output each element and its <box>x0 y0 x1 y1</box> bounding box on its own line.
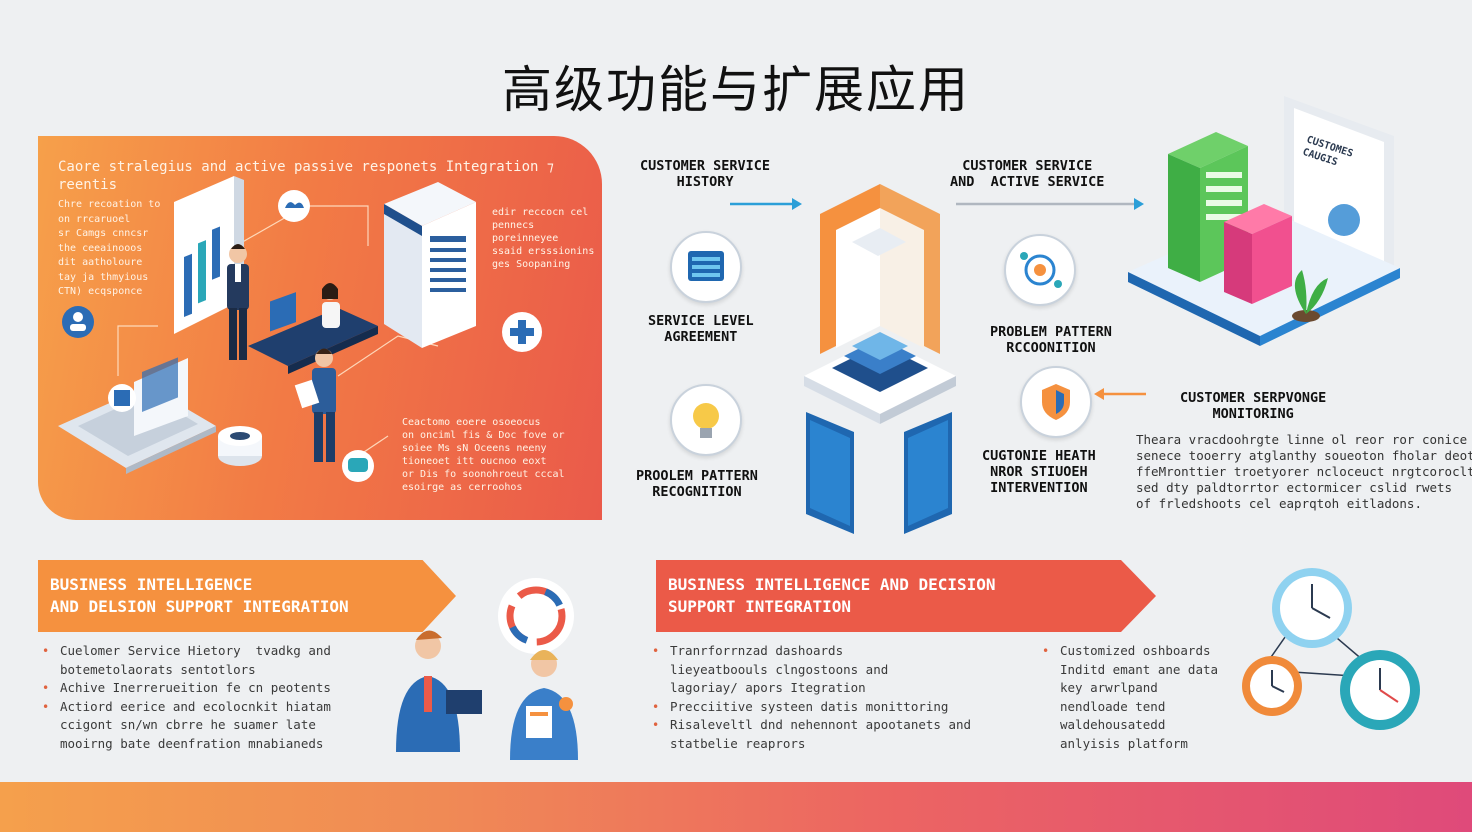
arrow-active-right <box>956 198 1144 210</box>
list-item: Tranrforrnzad dashoards lieyeatboouls cl… <box>650 642 971 698</box>
label-problem-pattern-recognition-left: PROOLEM PATTERN RECOGNITION <box>636 468 758 500</box>
page-title: 高级功能与扩展应用 <box>502 61 970 119</box>
label-customer-service-history: CUSTOMER SERVICE HISTORY <box>640 158 771 190</box>
label-customer-active-service: CUSTOMER SERVICE AND ACTIVE SERVICE <box>950 158 1105 190</box>
left-bullet-list: Cuelomer Service Hietory tvadkg and bote… <box>40 642 331 753</box>
panel-icon-chat <box>342 450 374 482</box>
list-item: Cuelomer Service Hietory tvadkg and bote… <box>40 642 331 679</box>
panel-left-note: Chre recoation to on rrcaruoel sr Camgs … <box>58 199 161 297</box>
panel-right-note: edir reccocn cel pennecs poreinneyee ssa… <box>492 207 595 270</box>
monitoring-platform-illustration: CUSTOMESCAUGIS <box>1128 96 1400 346</box>
person-standing-illustration <box>227 244 249 360</box>
lightbulb-icon <box>670 384 742 456</box>
smart-speaker-illustration <box>218 426 262 466</box>
server-rack-icon <box>670 231 742 303</box>
middle-bullet-list: Tranrforrnzad dashoards lieyeatboouls cl… <box>650 642 971 753</box>
orange-integration-panel: Caore stralegius and active passive resp… <box>38 136 602 520</box>
desk-illustration <box>248 292 378 374</box>
laptop-illustration <box>58 357 216 474</box>
banner-bi-integration-right: BUSINESS INTELLIGENCE AND DECISION SUPPO… <box>656 560 1156 632</box>
list-item: Actiord eerice and ecolocnkit hiatam cci… <box>40 698 331 754</box>
network-gear-icon <box>1004 234 1076 306</box>
panel-icon-plus <box>502 312 542 352</box>
list-item: Precciitive systeen datis monittoring <box>650 698 971 717</box>
banner-bi-integration-left: BUSINESS INTELLIGENCE AND DELSION SUPPOR… <box>38 560 456 632</box>
panel-bottom-note: Ceactomo eoere osoeocus on onciml fis & … <box>402 417 565 493</box>
list-item: Achive Inerrerueition fe cn peotents <box>40 679 331 698</box>
list-item: Risaleveltl dnd nehennont apootanets and… <box>650 716 971 753</box>
panel-heading: Caore stralegius and active passive resp… <box>58 159 554 193</box>
server-tower-illustration <box>384 182 476 348</box>
person-walking-illustration <box>294 348 336 462</box>
monitoring-paragraph: Theara vracdoohrgte linne ol reor ror co… <box>1136 432 1472 511</box>
shield-icon <box>1020 366 1092 438</box>
central-portal-illustration <box>804 184 956 534</box>
label-customer-health-intervention: CUGTONIE HEATH NROR STIUOEH INTERVENTION <box>982 448 1096 496</box>
right-bullet-list: Customized oshboards Inditd emant ane da… <box>1040 642 1218 753</box>
label-problem-pattern-recognition-right: PROBLEM PATTERN RCCOONITION <box>990 324 1112 356</box>
list-item: Customized oshboards Inditd emant ane da… <box>1040 642 1218 753</box>
label-customer-monitoring: CUSTOMER SERPVONGE MONITORING <box>1180 390 1327 422</box>
office-illustration <box>58 176 542 482</box>
arrow-monitoring-left <box>1094 388 1146 400</box>
arrow-history-right <box>730 198 802 210</box>
panel-icon-person <box>62 306 94 338</box>
bottom-gradient-bar <box>0 782 1472 832</box>
business-people-illustration <box>396 578 578 760</box>
label-service-level-agreement: SERVICE LEVEL AGREEMENT <box>648 313 754 345</box>
panel-icon-grid <box>108 384 136 412</box>
panel-icon-cloud <box>278 190 310 222</box>
person-seated-illustration <box>322 283 340 328</box>
clocks-illustration <box>1242 568 1420 730</box>
